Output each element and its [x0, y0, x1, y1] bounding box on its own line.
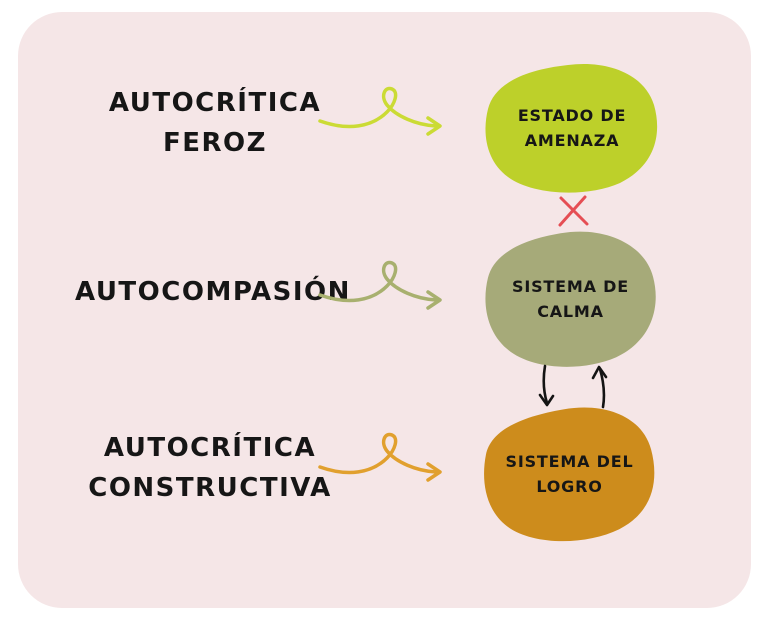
label-autocritica-feroz: AUTOCRÍTICA FEROZ	[95, 83, 335, 163]
label-line: AUTOCOMPASIÓN	[75, 277, 351, 307]
exchange-arrows-icon	[538, 364, 608, 409]
label-autocompasion: AUTOCOMPASIÓN	[75, 272, 351, 312]
blob-fill	[485, 231, 656, 367]
blob-label-line: ESTADO DE	[517, 106, 627, 125]
blob-label-line: AMENAZA	[524, 131, 620, 150]
blob-label: ESTADO DE AMENAZA	[518, 103, 626, 153]
down-arrow-head	[538, 393, 555, 407]
label-autocritica-constructiva: AUTOCRÍTICA CONSTRUCTIVA	[85, 428, 335, 508]
label-line: AUTOCRÍTICA	[103, 433, 317, 463]
blob-sistema-del-logro: SISTEMA DEL LOGRO	[480, 403, 659, 544]
arrow-head	[426, 290, 442, 310]
label-line: CONSTRUCTIVA	[88, 473, 332, 503]
arrow-shaft	[318, 260, 438, 303]
blob-label: SISTEMA DEL LOGRO	[506, 449, 634, 499]
blob-label: SISTEMA DE CALMA	[512, 274, 629, 324]
arrow-shaft	[318, 86, 438, 129]
cross-strokes	[558, 195, 589, 227]
curvy-arrow-1-icon	[318, 86, 442, 136]
blocked-cross-icon	[558, 195, 589, 227]
curvy-arrow-2-icon	[318, 260, 442, 310]
blob-label-line: SISTEMA DE	[512, 277, 629, 296]
blob-label-line: SISTEMA DEL	[505, 451, 634, 471]
blob-shape	[485, 63, 658, 193]
diagram-board: AUTOCRÍTICA FEROZ AUTOCOMPASIÓN AUTOCRÍT…	[18, 12, 751, 608]
label-line: AUTOCRÍTICA	[108, 88, 322, 118]
down-arrow-shaft	[542, 364, 549, 405]
up-arrow-head	[591, 365, 608, 380]
blob-shape	[484, 407, 655, 542]
blob-estado-de-amenaza: ESTADO DE AMENAZA	[482, 61, 662, 195]
blob-fill	[484, 407, 655, 542]
blob-sistema-de-calma: SISTEMA DE CALMA	[481, 228, 660, 370]
blob-label-line: LOGRO	[536, 476, 603, 496]
curvy-arrow-3-icon	[318, 432, 442, 482]
blob-shape	[485, 231, 656, 367]
arrow-head	[426, 116, 442, 136]
arrow-head	[426, 462, 442, 482]
arrow-shaft	[318, 432, 438, 475]
blob-fill	[485, 63, 658, 193]
up-arrow-shaft	[598, 367, 606, 409]
blob-label-line: CALMA	[537, 302, 604, 321]
label-line: FEROZ	[163, 128, 267, 158]
